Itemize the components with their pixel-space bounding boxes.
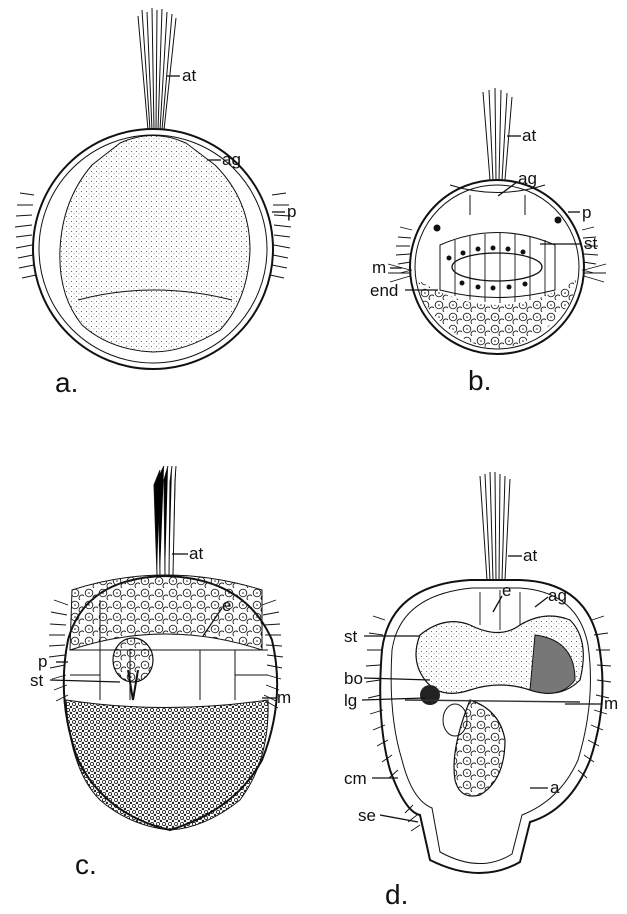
apical-tuft-b	[483, 88, 512, 180]
label-p-b: p	[582, 203, 591, 222]
label-st-b: st	[584, 234, 598, 253]
label-m-c: m	[277, 688, 291, 707]
label-ag-d: ag	[548, 586, 567, 605]
label-m-d: m	[604, 694, 618, 713]
label-at-c: at	[189, 544, 203, 563]
label-at-b: at	[522, 126, 536, 145]
caption-d: d.	[385, 879, 408, 910]
label-cm-d: cm	[344, 769, 367, 788]
label-ag-a: ag	[222, 150, 241, 169]
label-a-d: a	[550, 778, 560, 797]
apical-tuft-a	[138, 8, 176, 130]
label-m-b: m	[372, 258, 386, 277]
panel-d: at e ag st bo lg m cm a se d.	[344, 472, 618, 910]
label-at-a: at	[182, 66, 196, 85]
label-end-b: end	[370, 281, 398, 300]
label-e-c: e	[222, 596, 231, 615]
label-ag-b: ag	[518, 169, 537, 188]
label-bo-d: bo	[344, 669, 363, 688]
apical-tuft-d	[480, 472, 510, 580]
stomodeum-c	[113, 638, 153, 682]
caption-c: c.	[75, 849, 97, 880]
panel-a: at ag p a.	[15, 8, 296, 398]
label-st-c: st	[30, 671, 44, 690]
label-at-d: at	[523, 546, 537, 565]
intestine-d	[454, 700, 505, 796]
panel-c: at e p st m c.	[30, 466, 291, 880]
label-lg-d: lg	[344, 691, 357, 710]
label-p-c: p	[38, 652, 47, 671]
label-p-a: p	[287, 202, 296, 221]
apical-tuft-c	[154, 466, 176, 575]
label-e-d: e	[502, 581, 511, 600]
caption-a: a.	[55, 367, 78, 398]
panel-b: at ag p st m end b.	[370, 88, 606, 396]
label-se-d: se	[358, 806, 376, 825]
label-st-d: st	[344, 627, 358, 646]
caption-b: b.	[468, 365, 491, 396]
